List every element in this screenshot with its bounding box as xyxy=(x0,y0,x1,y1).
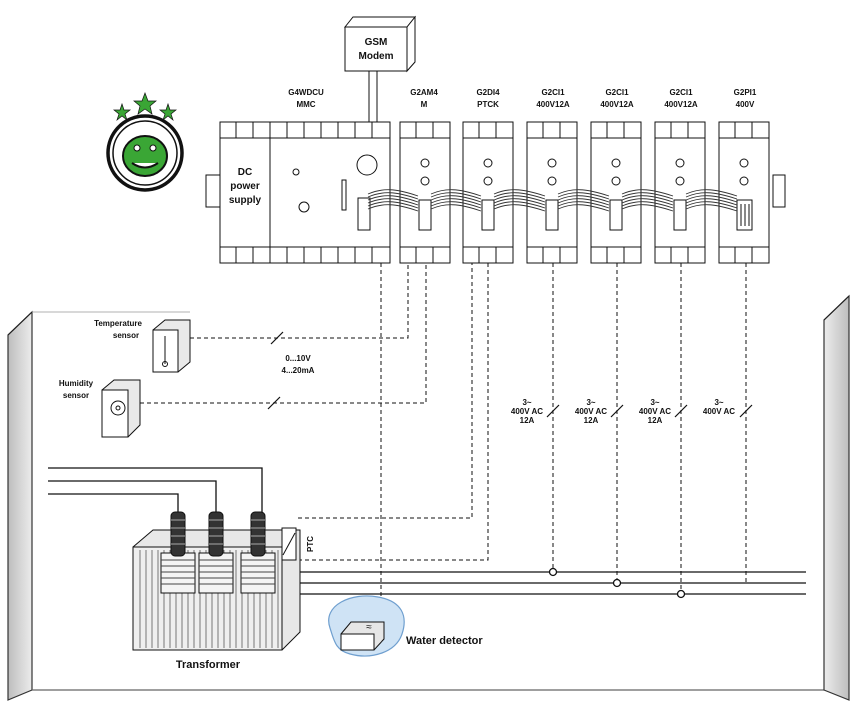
module-label-di4-line1: G2DI4 xyxy=(476,88,500,97)
module-label-pi1-line2: 400V xyxy=(736,100,755,109)
water-wave-icon: ≈ xyxy=(366,622,372,633)
module-label-mmc-line2: MMC xyxy=(296,100,315,109)
module-label-am4-line1: G2AM4 xyxy=(410,88,438,97)
analog-range-2: 4...20mA xyxy=(282,366,315,375)
transformer-label: Transformer xyxy=(176,659,241,671)
room-walls xyxy=(7,294,850,701)
measurement-labels: 3~ 400V AC 12A 3~ 400V AC 12A 3~ 400V AC… xyxy=(511,398,735,425)
ci1-module-1 xyxy=(526,121,578,264)
module-label-pi1-line1: G2PI1 xyxy=(734,88,757,97)
module-label-ci1b-line1: G2CI1 xyxy=(605,88,629,97)
humidity-sensor: Humidity sensor xyxy=(59,379,141,438)
module-label-ci1b-line2: 400V12A xyxy=(600,100,634,109)
ci1-module-2 xyxy=(590,121,642,264)
humidity-sensor-label-line1: Humidity xyxy=(59,379,94,388)
temperature-sensor-label-line2: sensor xyxy=(113,331,139,340)
am4-module xyxy=(399,121,451,264)
measurement-2-line2: 400V AC xyxy=(575,407,607,416)
module-label-di4-line2: PTCK xyxy=(477,100,499,109)
analog-range-1: 0...10V xyxy=(285,354,311,363)
module-label-ci1c-line2: 400V12A xyxy=(664,100,698,109)
power-lines xyxy=(48,467,806,599)
power-supply-label-line1: DC xyxy=(238,167,252,178)
measurement-3-line2: 400V AC xyxy=(639,407,671,416)
module-label-am4-line2: M xyxy=(421,100,428,109)
water-detector: ≈ Water detector xyxy=(328,595,483,657)
module-label-ci1a-line2: 400V12A xyxy=(536,100,570,109)
module-label-ci1c-line1: G2CI1 xyxy=(669,88,693,97)
ptc-element: PTC xyxy=(281,527,315,561)
temperature-sensor-label-line1: Temperature xyxy=(94,319,142,328)
transformer: Transformer xyxy=(132,511,301,671)
wire-slashes xyxy=(267,331,753,418)
power-supply-label-line3: supply xyxy=(229,195,262,206)
module-labels: G4WDCU MMC G2AM4 M G2DI4 PTCK G2CI1 400V… xyxy=(288,88,757,109)
measurement-4-line2: 400V AC xyxy=(703,407,735,416)
measurement-3-line1: 3~ xyxy=(650,398,659,407)
modem-label-line1: GSM xyxy=(365,37,388,48)
measurement-1-line3: 12A xyxy=(520,416,535,425)
temperature-sensor: Temperature sensor xyxy=(94,319,191,373)
power-supply-label-line2: power xyxy=(230,181,260,192)
humidity-sensor-label-line2: sensor xyxy=(63,391,89,400)
measurement-1-line2: 400V AC xyxy=(511,407,543,416)
water-detector-label: Water detector xyxy=(406,635,483,647)
mmc-module xyxy=(269,121,391,264)
din-rail: DC power supply xyxy=(205,121,786,264)
module-label-ci1a-line1: G2CI1 xyxy=(541,88,565,97)
power-supply-module: DC power supply xyxy=(219,121,271,264)
logo xyxy=(106,92,184,192)
signal-wires xyxy=(140,263,747,612)
ptc-label: PTC xyxy=(306,536,315,552)
module-bus xyxy=(367,189,738,212)
modem-label-line2: Modem xyxy=(359,51,394,62)
measurement-3-line3: 12A xyxy=(648,416,663,425)
ci1-module-3 xyxy=(654,121,706,264)
measurement-2-line1: 3~ xyxy=(586,398,595,407)
pi1-module xyxy=(718,121,770,264)
module-label-mmc-line1: G4WDCU xyxy=(288,88,324,97)
measurement-4-line1: 3~ xyxy=(714,398,723,407)
gsm-modem: GSM Modem xyxy=(343,15,417,122)
measurement-1-line1: 3~ xyxy=(522,398,531,407)
measurement-2-line3: 12A xyxy=(584,416,599,425)
